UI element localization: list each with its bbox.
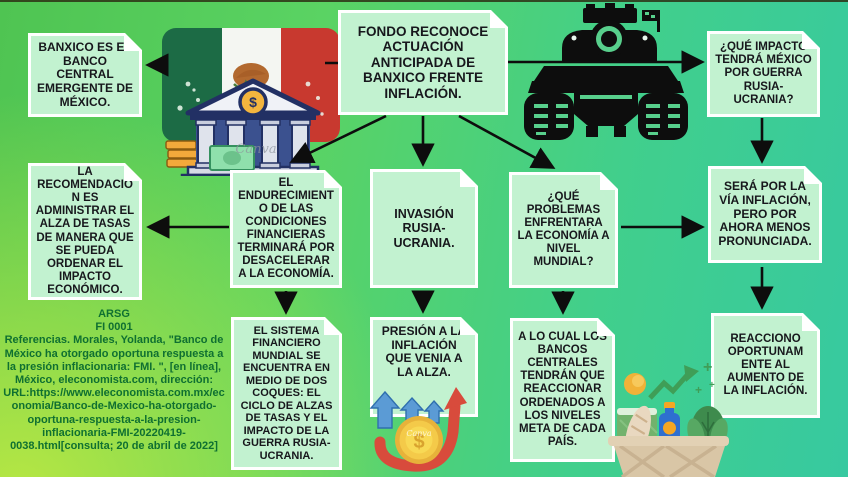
references-block: ARSG FI 0001 Referencias. Morales, Yolan… bbox=[0, 308, 228, 453]
note-fondo-reconoce: FONDO RECONOCE ACTUACIÓN ANTICIPADA DE B… bbox=[338, 10, 508, 115]
gold-coin-icon: $ Canva bbox=[395, 416, 443, 464]
note-invasion-text: INVASIÓN RUSIA- UCRANIA. bbox=[393, 207, 455, 250]
note-invasion: INVASIÓN RUSIA- UCRANIA. bbox=[370, 169, 478, 288]
top-edge-line bbox=[0, 0, 848, 2]
canva-watermark: Canva bbox=[406, 429, 432, 438]
note-impacto-text: ¿QUÉ IMPACTO TENDRÁ MÉXICO POR GUERRA RU… bbox=[715, 41, 812, 106]
note-endurecimiento: EL ENDURECIMIENTO DE LAS CONDICIONES FIN… bbox=[230, 170, 342, 288]
trend-up-arrow-icon: + + + bbox=[648, 359, 715, 400]
grocery-basket-illustration: + + + bbox=[608, 359, 729, 477]
tank-illustration bbox=[524, 3, 688, 140]
note-bancos-text: A LO CUAL LOS BANCOS CENTRALES TENDRÁN Q… bbox=[518, 331, 607, 448]
note-sistema-text: EL SISTEMA FINANCIERO MUNDIAL SE ENCUENT… bbox=[240, 324, 333, 462]
note-via-text: SERÁ POR LA VÍA INFLACIÓN, PERO POR AHOR… bbox=[718, 179, 812, 248]
svg-text:+: + bbox=[695, 383, 702, 397]
references-text: Referencias. Morales, Yolanda, "Banco de… bbox=[3, 334, 225, 452]
note-recomendacion-text: LA RECOMENDACIÓN ES ADMINISTRAR EL ALZA … bbox=[35, 165, 135, 296]
note-bancos-centrales: A LO CUAL LOS BANCOS CENTRALES TENDRÁN Q… bbox=[510, 318, 615, 462]
note-presion-text: PRESIÓN A LA INFLACIÓN QUE VENIA A LA AL… bbox=[381, 324, 467, 380]
note-fondo-text: FONDO RECONOCE ACTUACIÓN ANTICIPADA DE B… bbox=[357, 24, 489, 101]
note-endurecimiento-text: EL ENDURECIMIENTO DE LAS CONDICIONES FIN… bbox=[237, 176, 335, 281]
basket-icon bbox=[608, 436, 729, 477]
note-reacciono-text: REACCIONO OPORTUNAM ENTE AL AUMENTO DE L… bbox=[723, 332, 808, 398]
coin-inflation-illustration: $ Canva bbox=[369, 387, 467, 472]
course-code: FI 0001 bbox=[95, 321, 133, 334]
red-curve-arrow-icon bbox=[374, 387, 467, 472]
banknote-icon bbox=[209, 145, 255, 171]
note-que-impacto: ¿QUÉ IMPACTO TENDRÁ MÉXICO POR GUERRA RU… bbox=[707, 31, 820, 117]
svg-text:$: $ bbox=[249, 94, 257, 110]
note-via-inflacion: SERÁ POR LA VÍA INFLACIÓN, PERO POR AHOR… bbox=[708, 166, 822, 263]
coin-icon bbox=[624, 373, 646, 395]
note-que-problemas: ¿QUÉ PROBLEMAS ENFRENTARA LA ECONOMÍA A … bbox=[509, 172, 618, 288]
note-banxico-text: BANXICO ES EL BANCO CENTRAL EMERGENTE DE… bbox=[36, 39, 133, 109]
dollar-coin-icon bbox=[238, 87, 268, 117]
svg-text:+: + bbox=[703, 359, 712, 376]
svg-text:$: $ bbox=[413, 431, 424, 453]
arrow-fondo-to-endurecimiento bbox=[289, 114, 387, 164]
coin-stack-icon bbox=[165, 140, 199, 168]
note-sistema-financiero: EL SISTEMA FINANCIERO MUNDIAL SE ENCUENT… bbox=[231, 317, 342, 470]
author-initials: ARSG bbox=[98, 308, 130, 320]
note-reacciono: REACCIONO OPORTUNAM ENTE AL AUMENTO DE L… bbox=[711, 313, 820, 418]
note-banxico: BANXICO ES EL BANCO CENTRAL EMERGENTE DE… bbox=[28, 33, 142, 117]
note-recomendacion: LA RECOMENDACIÓN ES ADMINISTRAR EL ALZA … bbox=[28, 163, 142, 300]
arrow-fondo-to-problemas bbox=[458, 114, 556, 169]
canva-watermark: Canva bbox=[235, 142, 276, 157]
svg-text:+: + bbox=[709, 380, 715, 391]
note-problemas-text: ¿QUÉ PROBLEMAS ENFRENTARA LA ECONOMÍA A … bbox=[517, 190, 610, 269]
